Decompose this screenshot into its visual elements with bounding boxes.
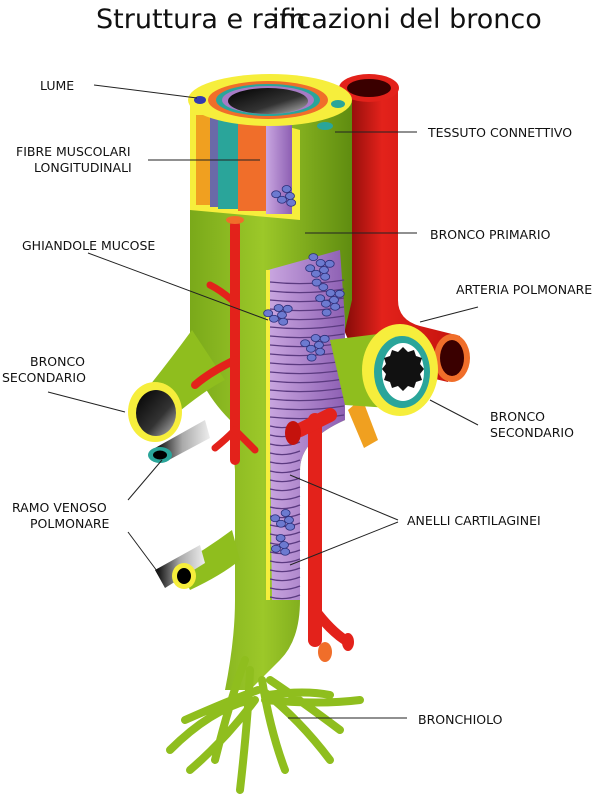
gland-lobule [275, 534, 286, 542]
gland-lobule [280, 547, 291, 556]
labels: LUME FIBRE MUSCOLARI LONGITUDINALI GHIAN… [2, 78, 592, 727]
bronchial-artery-right [285, 408, 354, 662]
label-ramo-venoso-2: POLMONARE [30, 516, 110, 531]
cartilage-ring [269, 369, 345, 375]
gland-lobule [318, 283, 329, 292]
cartilage-ring [269, 504, 301, 510]
gland-lobule [271, 544, 281, 553]
gland-lobule [281, 185, 292, 193]
cartilage-ring [269, 576, 301, 582]
cartilage-ring [269, 279, 345, 285]
cartilage-ring [269, 414, 345, 420]
cartilage-ring [269, 405, 345, 411]
pulmonary-vein [148, 420, 210, 589]
cartilage-ring [269, 468, 301, 474]
gland-lobule [284, 516, 294, 524]
gland-lobule [315, 259, 326, 267]
cartilage-ring [269, 324, 345, 330]
cartilage-ring [269, 288, 345, 294]
gland-lobule [325, 289, 336, 297]
cartilage-ring [269, 585, 301, 591]
gland-lobule [330, 302, 341, 311]
cartilage-ring [269, 333, 345, 339]
cartilage-ring [269, 477, 301, 483]
gland-lobule [277, 311, 287, 319]
cartilage-ring [269, 567, 301, 573]
gland-lobule [319, 334, 330, 343]
gland-lobule [324, 259, 335, 268]
lumen-opening [228, 88, 308, 114]
gland-lobule [282, 304, 293, 313]
label-fibre-muscolari-2: LONGITUDINALI [34, 160, 132, 175]
cartilage-ring [269, 495, 301, 501]
label-lume: LUME [40, 78, 74, 93]
gland-lobule [306, 353, 317, 362]
cartilage-ring [269, 459, 301, 465]
gland-lobule [278, 317, 289, 326]
bronchial-artery-left [191, 216, 259, 465]
label-anelli-cartilaginei: ANELLI CARTILAGINEI [407, 513, 541, 528]
gland-lobule [334, 289, 345, 298]
cartilage-ring [269, 531, 301, 537]
cartilage-ring [269, 378, 345, 384]
label-bronco-secondario-right-1: BRONCO [490, 409, 545, 424]
gland-lobule [305, 264, 316, 273]
gland-lobule [306, 344, 316, 353]
cartilage-ring [269, 558, 301, 564]
diagram-title-part2: ificazioni del bronco [272, 4, 542, 35]
gland-lobule [276, 519, 286, 528]
gland-lobule [319, 266, 329, 274]
gland-lobule [285, 522, 296, 531]
label-bronchiolo: BRONCHIOLO [418, 712, 503, 727]
right-secondary-bronchus [330, 324, 438, 416]
label-ghiandole-mucose: GHIANDOLE MUCOSE [22, 238, 155, 253]
label-tessuto-connettivo: TESSUTO CONNETTIVO [427, 125, 572, 140]
gland-lobule [311, 278, 322, 287]
gland-lobule [279, 541, 289, 549]
gland-lobule [315, 347, 326, 356]
gland-lobule [271, 190, 282, 199]
venous-stub-right [348, 398, 378, 448]
gland-lobule [329, 296, 339, 304]
label-fibre-muscolari-1: FIBRE MUSCOLARI [16, 144, 131, 159]
diagram-title-part1: Struttura e ram [96, 4, 306, 35]
gland-lobule [263, 309, 274, 318]
leader-lines [47, 84, 479, 719]
label-bronco-secondario-left-2: SECONDARIO [2, 370, 86, 385]
gland-lobule [270, 514, 281, 523]
label-arteria-polmonare: ARTERIA POLMONARE [456, 282, 592, 297]
pulmonary-artery [339, 74, 470, 382]
cartilage-ring [269, 396, 345, 402]
label-bronco-primario: BRONCO PRIMARIO [430, 227, 551, 242]
gland-lobule [308, 253, 319, 262]
gland-lobule [320, 272, 331, 281]
gland-lobule [285, 192, 295, 200]
label-ramo-venoso-1: RAMO VENOSO [12, 500, 107, 515]
gland-lobule [269, 314, 279, 323]
gland-lobule [321, 308, 332, 317]
gland-lobule [300, 339, 311, 348]
gland-lobule [273, 304, 284, 312]
cartilage-ring [269, 486, 301, 492]
gland-lobule [321, 299, 331, 308]
cartilage-ring [269, 450, 301, 456]
left-secondary-bronchus [128, 382, 182, 442]
gland-lobule [286, 198, 297, 207]
cartilage-ring [269, 594, 301, 600]
label-bronco-secondario-left-1: BRONCO [30, 354, 85, 369]
label-bronco-secondario-right-2: SECONDARIO [490, 425, 574, 440]
gland-lobule [311, 269, 321, 278]
cartilage-ring [269, 522, 301, 528]
gland-lobule [277, 195, 287, 204]
gland-lobule [314, 341, 324, 349]
mucous-glands [263, 185, 345, 556]
gland-lobule [315, 294, 326, 303]
gland-lobule [280, 509, 291, 517]
gland-lobule [310, 334, 321, 342]
cartilage-ring [269, 387, 345, 393]
